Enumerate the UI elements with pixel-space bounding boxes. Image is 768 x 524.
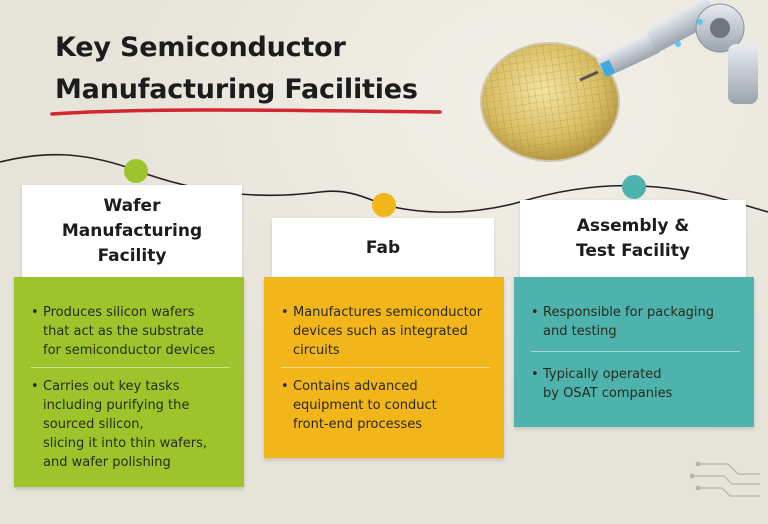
bullet-item: • Typically operated by OSAT companies (514, 365, 740, 403)
facility-card-fab: • Manufactures semiconductor devices suc… (264, 277, 504, 458)
bullet-item: • Manufactures semiconductor devices suc… (264, 303, 490, 360)
facility-label-wafer: Wafer Manufacturing Facility (22, 185, 242, 277)
facility-name: Assembly & Test Facility (576, 216, 690, 261)
facility-name: Fab (365, 237, 401, 258)
title-underline (50, 108, 442, 116)
bullet-text: Typically operated by OSAT companies (543, 367, 673, 401)
bullet-text: Contains advanced equipment to conduct f… (293, 379, 437, 432)
step-dot-assembly (622, 175, 646, 199)
bullet-icon: • (531, 305, 539, 320)
bullet-icon: • (531, 367, 539, 382)
bullet-icon: • (281, 379, 289, 394)
bullet-item: • Produces silicon wafers that act as th… (14, 303, 230, 360)
bullet-icon: • (31, 305, 39, 320)
bullet-text: Manufactures semiconductor devices such … (293, 305, 483, 358)
bullet-icon: • (281, 305, 289, 320)
title-line-2: Manufacturing Facilities (55, 74, 418, 105)
title-line-1: Key Semiconductor (55, 32, 346, 63)
divider (31, 367, 230, 369)
bullet-text: Produces silicon wafers that act as the … (43, 305, 216, 358)
silicon-wafer-icon (480, 42, 620, 162)
robotic-arm-icon (579, 0, 758, 104)
bullet-item: • Carries out key tasks including purify… (14, 377, 230, 472)
divider (281, 367, 490, 369)
bullet-item: • Responsible for packaging and testing (514, 303, 740, 341)
facility-card-wafer: • Produces silicon wafers that act as th… (14, 277, 244, 487)
facility-name: Wafer Manufacturing Facility (61, 195, 203, 266)
divider (531, 351, 740, 353)
bullet-text: Carries out key tasks including purifyin… (43, 379, 207, 470)
step-dot-wafer (124, 159, 148, 183)
step-dot-fab (372, 193, 396, 217)
bullet-item: • Contains advanced equipment to conduct… (264, 377, 490, 434)
facility-card-assembly: • Responsible for packaging and testing … (514, 277, 754, 427)
bullet-text: Responsible for packaging and testing (543, 305, 715, 339)
facility-label-fab: Fab (272, 218, 494, 278)
facility-label-assembly: Assembly & Test Facility (520, 200, 746, 278)
bullet-icon: • (31, 379, 39, 394)
circuit-trace-icon (689, 461, 760, 497)
